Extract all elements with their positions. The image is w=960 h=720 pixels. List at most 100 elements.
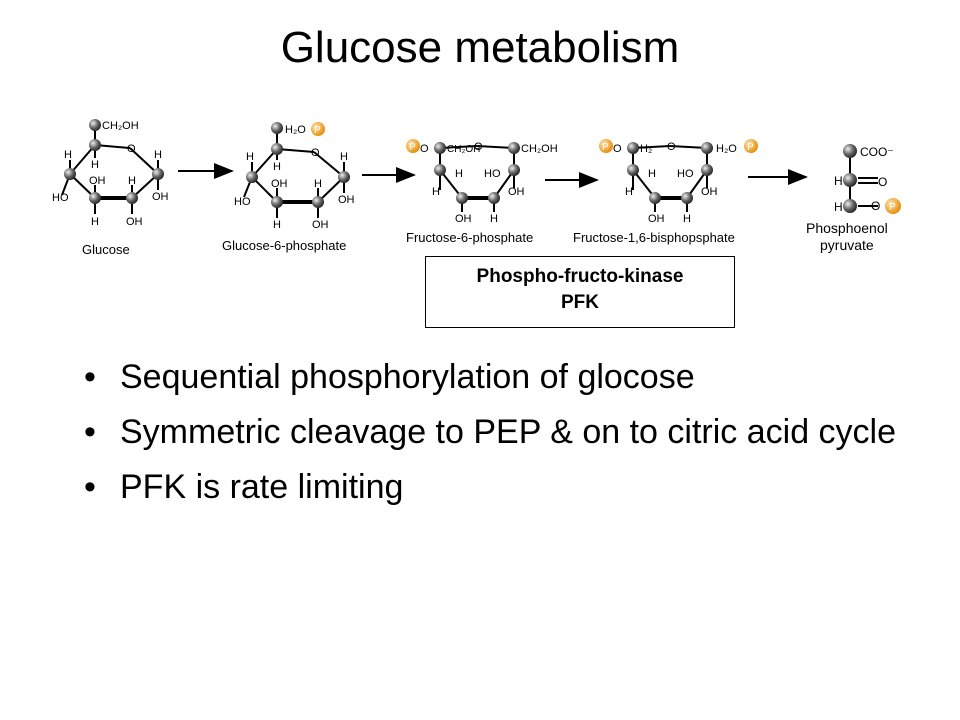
enzyme-abbreviation: PFK — [561, 292, 599, 313]
carbon-atom — [701, 164, 713, 176]
carbon-atom — [701, 142, 713, 154]
atom-label: OH — [126, 216, 143, 228]
phosphate-label: P — [602, 142, 609, 153]
carbon-atom — [89, 192, 101, 204]
atom-label: OH — [271, 178, 288, 190]
atom-label: H — [625, 186, 633, 198]
molecule-name: Glucose-6-phosphate — [222, 238, 346, 253]
carbon-atom — [64, 168, 76, 180]
atom-label: OH — [312, 219, 329, 231]
glucose-6-phosphate-structure: P H₂O O H HO OH H H OH H OH H Glucose-6-… — [222, 122, 355, 253]
atom-label: O — [474, 141, 483, 153]
bullet-text: PFK is rate limiting — [120, 468, 404, 506]
atom-label: OH — [508, 186, 525, 198]
atom-label: CH₂OH — [102, 120, 139, 132]
carbon-atom — [843, 144, 857, 158]
atom-label: H — [128, 175, 136, 187]
bullet-item: • Sequential phosphorylation of glocose — [84, 356, 904, 398]
atom-label: OH — [455, 213, 472, 225]
phosphate-group — [599, 139, 613, 153]
atom-label: OH — [89, 175, 106, 187]
bullet-text: Symmetric cleavage to PEP & on to citric… — [120, 413, 897, 451]
atom-label: HO — [52, 192, 69, 204]
atom-label: H — [455, 168, 463, 180]
atom-label: H — [64, 149, 72, 161]
enzyme-label-box: Phospho-fructo-kinase PFK — [425, 256, 735, 328]
fructose-1-6-bisphosphate-structure: P P O H₂ O H₂O H H HO OH OH H Fructose-1… — [573, 139, 758, 245]
bullet-marker: • — [84, 413, 96, 451]
glucose-structure: CH₂OH O H HO OH H H OH H OH H Glucose — [52, 119, 169, 257]
molecule-name: Phosphoenol — [806, 220, 888, 236]
carbon-atom — [681, 192, 693, 204]
phosphate-label: P — [314, 125, 321, 136]
phosphate-group — [885, 198, 901, 214]
atom-label: O — [613, 143, 622, 155]
phosphate-label: P — [409, 142, 416, 153]
atom-label: H — [246, 151, 254, 163]
carbon-atom — [627, 142, 639, 154]
atom-label: O — [420, 143, 429, 155]
carbon-atom — [649, 192, 661, 204]
atom-label: O — [878, 175, 887, 189]
atom-label: O — [667, 141, 676, 153]
atom-label: OH — [648, 213, 665, 225]
bullet-text: Sequential phosphorylation of glocose — [120, 358, 695, 396]
atom-label: H — [432, 186, 440, 198]
atom-label: COO⁻ — [860, 145, 894, 159]
carbon-atom — [488, 192, 500, 204]
bullet-marker: • — [84, 358, 96, 396]
atom-label: H — [91, 159, 99, 171]
phosphate-group — [406, 139, 420, 153]
carbon-atom — [271, 143, 283, 155]
bullet-marker: • — [84, 468, 96, 506]
atom-label: O — [311, 147, 320, 159]
atom-label: H — [648, 168, 656, 180]
atom-label: CH₂OH — [521, 143, 558, 155]
carbon-atom — [434, 142, 446, 154]
carbon-atom — [271, 196, 283, 208]
molecule-name: Fructose-6-phosphate — [406, 230, 533, 245]
atom-label: H₂ — [640, 143, 652, 155]
atom-label: H — [314, 178, 322, 190]
carbon-atom — [627, 164, 639, 176]
atom-label: OH — [338, 194, 355, 206]
molecule-name-line2: pyruvate — [820, 237, 874, 253]
carbon-atom — [338, 171, 350, 183]
carbon-atom — [89, 139, 101, 151]
carbon-atom — [126, 192, 138, 204]
fructose-6-phosphate-structure: P O CH₂OH O CH₂OH H H HO OH OH H Fructos… — [406, 139, 558, 245]
carbon-atom — [312, 196, 324, 208]
carbon-atom — [246, 171, 258, 183]
bullet-list: • Sequential phosphorylation of glocose … — [84, 356, 904, 521]
atom-label: H — [273, 219, 281, 231]
carbon-atom — [89, 119, 101, 131]
slide-title: Glucose metabolism — [280, 23, 680, 72]
atom-label: H — [834, 200, 843, 214]
atom-label: H — [683, 213, 691, 225]
atom-label: H₂O — [716, 143, 737, 155]
phosphate-label: P — [747, 142, 754, 153]
atom-label: CH₂OH — [447, 144, 480, 155]
bullet-item: • Symmetric cleavage to PEP & on to citr… — [84, 411, 904, 453]
carbon-atom — [508, 142, 520, 154]
atom-label: H — [340, 151, 348, 163]
carbon-atom — [152, 168, 164, 180]
enzyme-name: Phospho-fructo-kinase — [476, 266, 684, 287]
pathway-diagram: CH₂OH O H HO OH H H OH H OH H Glucose — [52, 119, 901, 257]
atom-label: O — [127, 143, 136, 155]
atom-label: H — [154, 149, 162, 161]
atom-label: H — [490, 213, 498, 225]
carbon-atom — [843, 173, 857, 187]
atom-label: H₂O — [285, 124, 306, 136]
phosphate-label: P — [889, 202, 896, 213]
atom-label: HO — [234, 196, 251, 208]
atom-label: HO — [484, 168, 501, 180]
carbon-atom — [843, 199, 857, 213]
atom-label: H — [91, 216, 99, 228]
molecule-name: Glucose — [82, 242, 130, 257]
carbon-atom — [434, 164, 446, 176]
atom-label: O — [871, 199, 880, 213]
phosphate-group — [311, 122, 325, 136]
phosphoenolpyruvate-structure: P COO⁻ H O H O Phosphoenol pyruvate — [806, 144, 901, 253]
atom-label: H — [834, 174, 843, 188]
